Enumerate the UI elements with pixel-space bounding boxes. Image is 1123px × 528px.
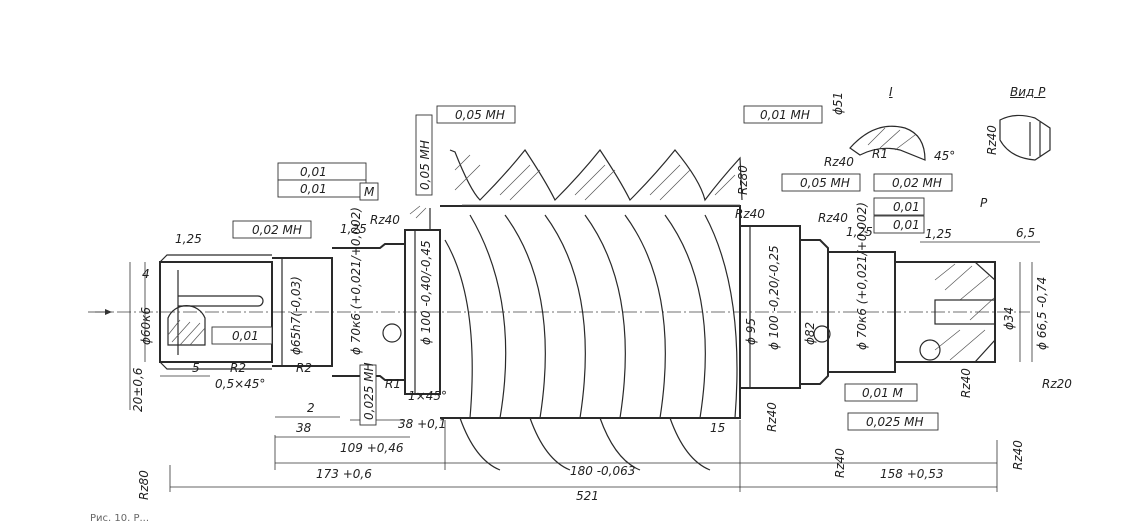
arrow-p-label: Р [980,196,988,210]
radius-r2b: R2 [296,361,312,375]
tol-runout-0025-right: 0,025 МН [866,415,924,429]
figure-caption: Рис. 10. Р... [90,513,150,524]
len-180: 180 -0,063 [570,464,636,478]
axis-arrow-head [105,309,112,315]
radius-r1-detail: R1 [872,147,888,161]
tol-runout-top: 0,05 МН [455,108,505,122]
len-521: 521 [576,489,599,503]
worm-thread [440,148,743,471]
rz40-g: Rz40 [833,448,847,478]
rough-125-a: 1,25 [175,232,202,246]
rz40-d: Rz40 [824,155,854,169]
rz40-e: Rz40 [985,125,999,155]
dim-d82: ϕ82 [803,321,817,345]
rz40-f: Rz40 [765,402,779,432]
view-p-label: Вид Р [1010,85,1046,99]
dim-d100-right: ϕ 100 -0,20/-0,25 [767,245,781,350]
rz40-h: Rz40 [959,368,973,398]
tol-cyl-right: 0,01 [893,218,920,232]
rz40-b: Rz40 [735,207,765,221]
rough-125-b: 1,25 [340,222,367,236]
tol-cyl: 0,01 [300,182,327,196]
rough-125-c: 1,25 [846,225,873,239]
len-4: 4 [142,267,150,281]
radius-r1: R1 [385,377,401,391]
rz80-b: Rz80 [137,470,151,500]
len-158: 158 +0,53 [880,467,944,481]
tol-runout-left: 0,02 МН [252,223,302,237]
rz40-i: Rz40 [1011,440,1025,470]
rz40-c: Rz40 [818,211,848,225]
len-109: 109 +0,46 [340,441,404,455]
tol-sym: 0,01 [232,329,259,343]
len-173: 173 +0,6 [316,467,372,481]
len-2: 2 [307,401,315,415]
tol-runout-m: 0,01 М [862,386,903,400]
chamfer-05: 0,5×45° [215,377,266,391]
tol-runout-vert: 0,05 МН [418,140,432,190]
tol-runout-right: 0,05 МН [800,176,850,190]
dim-d95: ϕ 95 [744,318,758,345]
chamfer-1: 1×45° [408,389,447,403]
rough-125-d: 1,25 [925,227,952,241]
detail-i-label: I [889,85,893,99]
radius-r2a: R2 [230,361,246,375]
dim-d100-left: ϕ 100 -0,40/-0,45 [419,240,433,345]
tolerance-frames [211,105,953,431]
dim-d51: ϕ51 [831,91,845,115]
dim-d65: ϕ65h7(-0,03) [289,276,303,355]
dim-d34: ϕ34 [1002,306,1016,330]
shaft-right [740,225,996,389]
tol-circ-right: 0,01 [893,200,920,214]
rz40-a: Rz40 [370,213,400,227]
detail-sketch [849,114,1051,161]
dim-d60: ϕ60к6 [139,306,153,345]
shaft-left [159,205,441,395]
len-38b: 38 +0,1 [398,417,447,431]
tol-runout-002-right: 0,02 МН [892,176,942,190]
tol-circ: 0,01 [300,165,327,179]
len-6-5: 6,5 [1016,226,1036,240]
dim-d66: ϕ 66,5 -0,74 [1035,276,1049,350]
rz80-a: Rz80 [736,165,750,195]
len-38a: 38 [296,421,312,435]
len-5: 5 [192,361,200,375]
tol-runout-0025-left: 0,025 МН [362,362,376,420]
datum-m-label: М [364,185,375,199]
len-20: 20±0,6 [131,367,145,412]
angle-45: 45° [934,149,956,163]
dimension-lines [129,241,1040,492]
len-15: 15 [710,421,726,435]
rz20: Rz20 [1042,377,1072,391]
tol-perp: 0,01 МН [760,108,810,122]
